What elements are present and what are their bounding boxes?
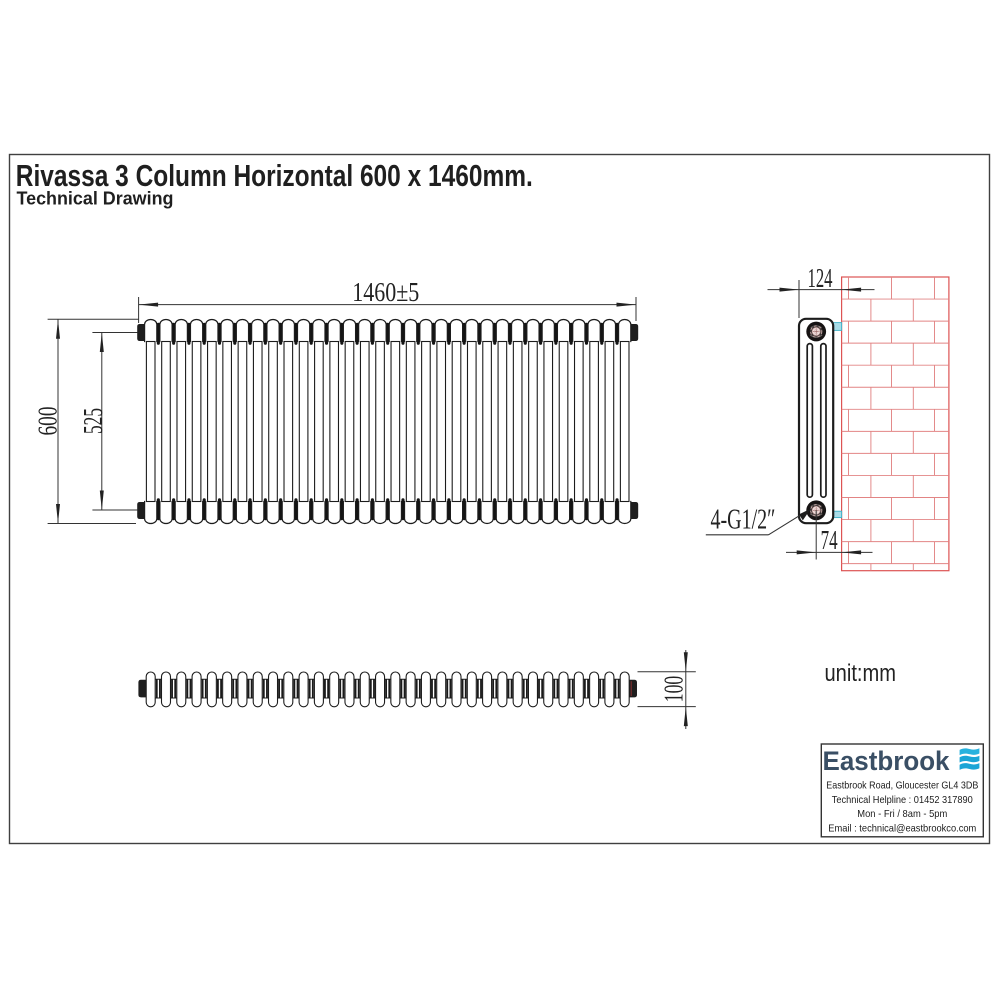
- svg-text:Email : technical@eastbrookco.: Email : technical@eastbrookco.com: [828, 824, 976, 835]
- svg-text:Eastbrook: Eastbrook: [823, 746, 950, 776]
- svg-text:Eastbrook Road, Gloucester GL4: Eastbrook Road, Gloucester GL4 3DB: [826, 781, 978, 792]
- svg-text:Technical Helpline : 01452 317: Technical Helpline : 01452 317890: [832, 795, 973, 806]
- svg-text:525: 525: [78, 408, 108, 434]
- svg-text:unit:mm: unit:mm: [825, 660, 897, 687]
- svg-text:74: 74: [821, 525, 838, 555]
- svg-text:1460±5: 1460±5: [352, 277, 419, 307]
- svg-text:Technical Drawing: Technical Drawing: [17, 188, 174, 209]
- svg-text:Mon - Fri / 8am - 5pm: Mon - Fri / 8am - 5pm: [857, 809, 947, 820]
- svg-text:Rivassa 3 Column Horizontal 60: Rivassa 3 Column Horizontal 600 x 1460mm…: [16, 159, 533, 193]
- svg-text:600: 600: [32, 407, 62, 436]
- svg-text:4-G1/2″: 4-G1/2″: [711, 504, 776, 536]
- svg-text:124: 124: [808, 263, 833, 293]
- svg-text:100: 100: [658, 676, 688, 703]
